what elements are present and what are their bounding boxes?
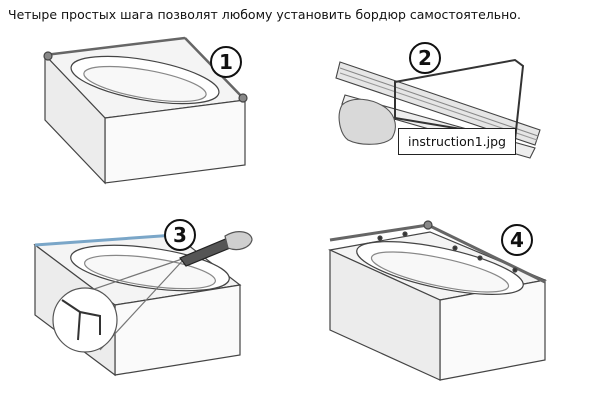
step-2-hacksaw	[394, 58, 525, 141]
step-1-corner-right	[238, 93, 248, 103]
step-1-panel	[43, 36, 248, 185]
step-1-label: 1	[219, 50, 233, 74]
step-3-sealant-line	[34, 233, 176, 247]
step-2-hand	[338, 98, 396, 145]
step-3-panel	[33, 231, 253, 377]
filename-tooltip: instruction1.jpg	[398, 128, 516, 155]
step-4-panel	[328, 220, 548, 381]
step-3-detail-zoom	[52, 287, 118, 353]
step-3-label: 3	[173, 223, 187, 247]
step-1-tub-side	[44, 53, 106, 185]
step-2-label: 2	[418, 46, 432, 70]
step-4-badge: 4	[501, 224, 533, 256]
step-3-badge: 3	[164, 219, 196, 251]
step-1-badge: 1	[210, 46, 242, 78]
step-4-label: 4	[510, 228, 524, 252]
page-heading: Четыре простых шага позволят любому уста…	[8, 7, 521, 22]
step-4-border-rail-back	[329, 223, 429, 242]
step-1-corner-left	[43, 51, 53, 61]
step-4-border-rail-side	[427, 223, 546, 284]
step-2-badge: 2	[409, 42, 441, 74]
step-4-tub-side	[329, 249, 441, 381]
